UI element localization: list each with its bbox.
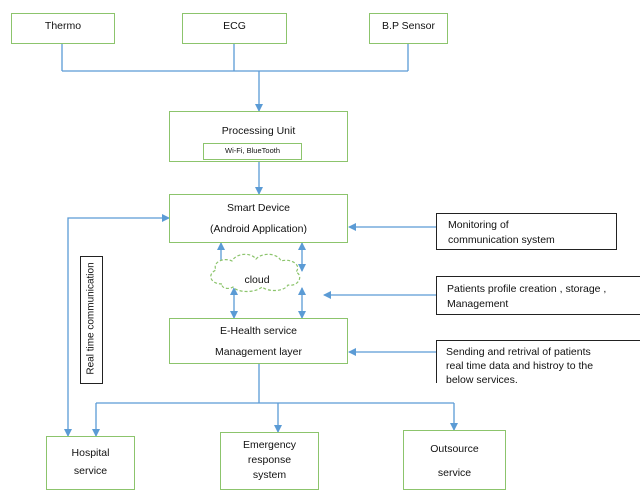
processing-sub-label: Wi-Fi, BlueTooth <box>224 146 281 155</box>
realtime-label: Real time communication <box>85 262 97 375</box>
emergency-label-3: system <box>252 469 287 481</box>
processing-sub-box: Wi-Fi, BlueTooth <box>203 143 302 160</box>
profile-note-line-2: Management <box>447 298 509 310</box>
smart-device-label-1: Smart Device <box>226 202 290 214</box>
emergency-label-2: response <box>247 454 292 466</box>
ehealth-label-2: Management layer <box>215 346 302 358</box>
monitoring-note-line-1: Monitoring of <box>448 219 509 231</box>
outsource-label-2: service <box>437 467 472 479</box>
smart-device-label-2: (Android Application) <box>210 223 307 235</box>
profile-note: Patients profile creation , storage , Ma… <box>436 276 640 315</box>
outsource-service-box: Outsource service <box>403 430 506 490</box>
ecg-label: ECG <box>223 20 246 32</box>
bp-sensor-label: B.P Sensor <box>382 20 435 32</box>
bp-sensor-box: B.P Sensor <box>369 13 448 44</box>
emergency-label-1: Emergency <box>242 439 297 451</box>
profile-note-line-1: Patients profile creation , storage , <box>447 283 607 295</box>
hospital-label-1: Hospital <box>71 447 110 459</box>
monitoring-note-line-2: communication system <box>448 234 555 246</box>
ehealth-label-1: E-Health service <box>219 325 298 337</box>
outsource-label-1: Outsource <box>430 443 479 455</box>
thermo-label: Thermo <box>44 20 82 32</box>
sending-note-line-1: Sending and retrival of patients <box>446 346 591 358</box>
smart-device-box: Smart Device (Android Application) <box>169 194 348 243</box>
realtime-loop-arrow <box>64 214 170 437</box>
ecg-box: ECG <box>182 13 287 44</box>
ehealth-box: E-Health service Management layer <box>169 318 348 364</box>
cloud-shape <box>210 253 301 293</box>
hospital-label-2: service <box>73 465 108 477</box>
cloud-label: cloud <box>244 274 270 286</box>
realtime-label-box <box>80 256 103 384</box>
sending-note: Sending and retrival of patients real ti… <box>436 340 640 383</box>
sending-note-line-2: real time data and histroy to the <box>446 360 594 372</box>
sending-note-line-3: below services. <box>446 374 518 383</box>
emergency-service-box: Emergency response system <box>220 432 319 490</box>
processing-unit-label: Processing Unit <box>221 125 296 137</box>
thermo-box: Thermo <box>11 13 115 44</box>
monitoring-note: Monitoring of communication system <box>436 213 617 250</box>
processing-unit-box: Processing Unit Wi-Fi, BlueTooth <box>169 111 348 162</box>
hospital-service-box: Hospital service <box>46 436 135 490</box>
